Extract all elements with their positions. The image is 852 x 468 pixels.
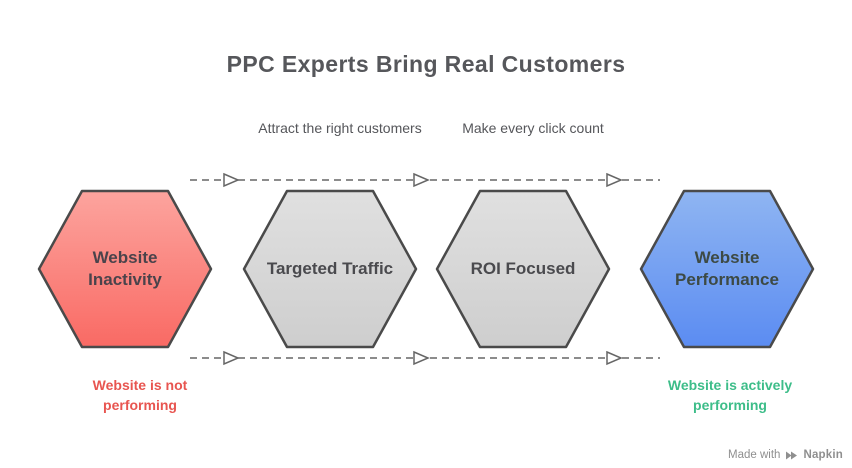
- hexagon-targeted-traffic: Targeted Traffic: [242, 189, 418, 349]
- napkin-logo-icon: [786, 451, 798, 459]
- arrowhead-icon: [606, 172, 623, 188]
- watermark-prefix: Made with: [728, 449, 781, 461]
- hexagon-label: Website Performance: [639, 189, 815, 349]
- arrowhead-icon: [606, 350, 623, 366]
- transition-label-attract: Attract the right customers: [258, 120, 422, 136]
- hexagon-roi-focused: ROI Focused: [435, 189, 611, 349]
- hexagon-shape: [435, 189, 611, 349]
- annotation-negative: Website is not performing: [92, 377, 188, 414]
- hexagon-shape: [37, 189, 213, 349]
- hexagon-label-text: Website Inactivity: [88, 247, 162, 289]
- flow-arrow-top: [190, 172, 660, 188]
- napkin-watermark[interactable]: Made with Napkin: [728, 449, 843, 461]
- arrowhead-icon: [223, 350, 240, 366]
- watermark-brand: Napkin: [803, 449, 843, 461]
- hexagon-shape: [639, 189, 815, 349]
- hexagon-label-text: Website Performance: [675, 247, 779, 289]
- hexagon-label: Website Inactivity: [37, 189, 213, 349]
- arrowhead-icon: [413, 350, 430, 366]
- hexagon-shape: [242, 189, 418, 349]
- hexagon-label: ROI Focused: [435, 189, 611, 349]
- hexagon-label-text: Targeted Traffic: [266, 258, 394, 278]
- hexagon-website-inactivity: Website Inactivity: [37, 189, 213, 349]
- page-title: PPC Experts Bring Real Customers: [226, 51, 626, 77]
- hexagon-label: Targeted Traffic: [242, 189, 418, 349]
- hexagon-website-performance: Website Performance: [639, 189, 815, 349]
- flow-arrow-bottom: [190, 350, 660, 366]
- arrowhead-icon: [413, 172, 430, 188]
- annotation-positive: Website is actively performing: [667, 377, 793, 414]
- hexagon-label-text: ROI Focused: [470, 258, 576, 278]
- arrowhead-icon: [223, 172, 240, 188]
- transition-label-click: Make every click count: [462, 120, 604, 136]
